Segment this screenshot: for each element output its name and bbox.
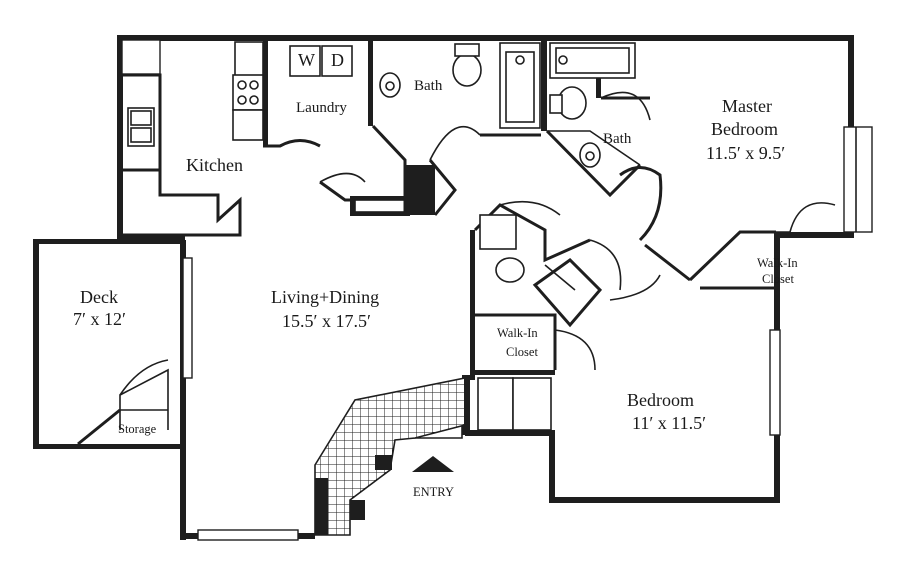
laundry-label: Laundry — [296, 100, 347, 116]
master-closet — [609, 166, 836, 301]
bath-one — [371, 41, 547, 216]
entry-label: ENTRY — [413, 485, 454, 499]
entry-tile — [314, 377, 466, 536]
master-bedroom-label-line1: Master — [722, 96, 772, 116]
walkin-closet-one-line1: Walk-In — [497, 326, 538, 340]
deck-area — [33, 239, 183, 449]
master-bedroom-label-line2: Bedroom — [711, 119, 778, 139]
dryer-label: D — [331, 50, 344, 70]
bath-two-label: Bath — [603, 131, 632, 147]
hall-closets — [470, 200, 622, 380]
walkin-closet-two-line1: Walk-In — [757, 256, 798, 270]
deck-label: Deck — [80, 287, 118, 307]
laundry-area — [263, 41, 410, 216]
bath-two — [545, 42, 651, 198]
kitchen-counters — [123, 41, 264, 237]
bath-one-label: Bath — [414, 78, 443, 94]
windows — [121, 39, 873, 541]
walkin-closet-one-line2: Closet — [506, 345, 538, 359]
washer-label: W — [298, 50, 315, 70]
kitchen-label: Kitchen — [186, 155, 243, 175]
bedroom-closet-entry — [405, 313, 596, 439]
deck-size: 7′ x 12′ — [73, 309, 126, 329]
living-dining-size: 15.5′ x 17.5′ — [282, 311, 371, 331]
storage-label: Storage — [118, 422, 157, 436]
master-bedroom-size: 11.5′ x 9.5′ — [706, 143, 786, 163]
walkin-closet-two-line2: Closet — [762, 272, 794, 286]
bedroom-size: 11′ x 11.5′ — [632, 413, 707, 433]
bedroom-label: Bedroom — [627, 390, 694, 410]
living-dining-label: Living+Dining — [271, 287, 380, 307]
